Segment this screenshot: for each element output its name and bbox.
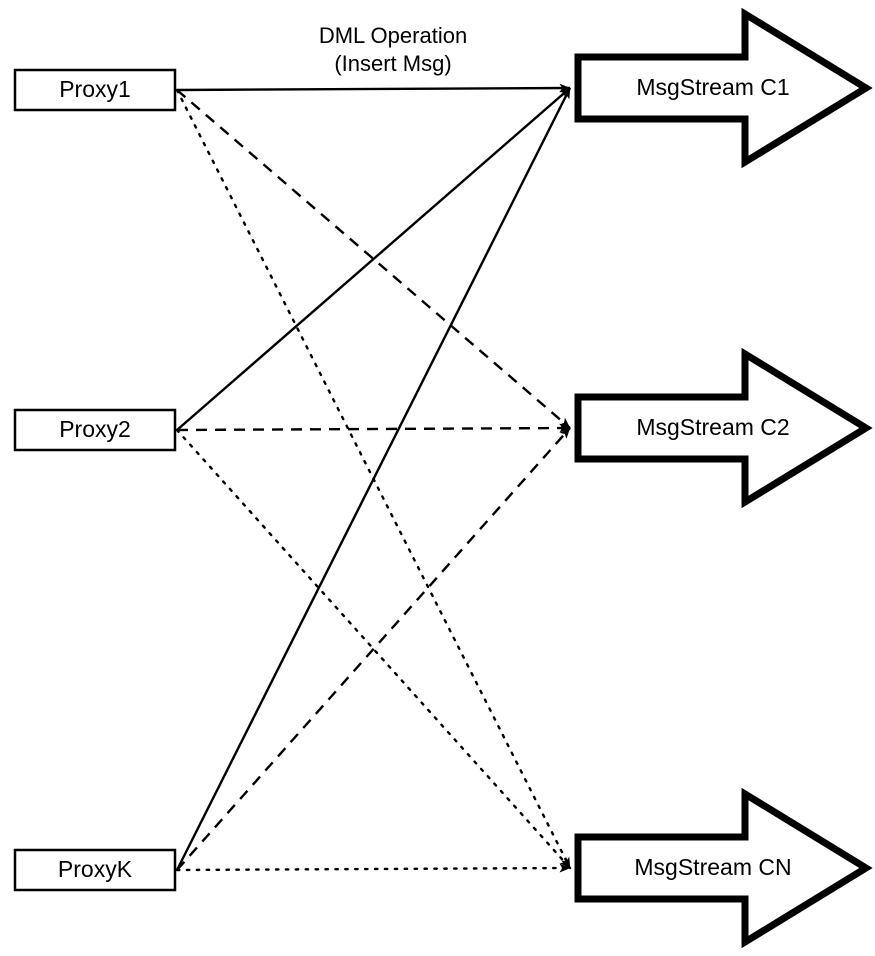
proxy-node-proxy1[interactable]: Proxy1 [13, 68, 177, 112]
edge-label-dml-operation: DML Operation (Insert Msg) [319, 23, 467, 76]
connection-p2-cn [175, 428, 572, 870]
proxy-label-proxyK: ProxyK [58, 856, 133, 882]
proxy-box-proxy2 [13, 408, 177, 452]
proxy-node-proxy2[interactable]: Proxy2 [13, 408, 177, 452]
proxy-node-proxyK[interactable]: ProxyK [13, 848, 177, 892]
edge-label-line-2: (Insert Msg) [334, 51, 451, 76]
msgstream-arrow-shape-cn [574, 787, 873, 949]
msgstream-node-c1[interactable]: MsgStream C1 [574, 7, 873, 169]
proxy-label-proxy2: Proxy2 [59, 416, 131, 442]
connection-p1-c1 [176, 83, 571, 93]
msgstream-node-c2[interactable]: MsgStream C2 [574, 347, 873, 509]
connection-pk-c2 [176, 427, 571, 871]
proxy-box-proxy1 [13, 68, 177, 112]
msgstream-node-cn[interactable]: MsgStream CN [574, 787, 873, 949]
connections-layer [175, 83, 572, 873]
proxy-label-proxy1: Proxy1 [59, 76, 131, 102]
msgstream-label-c1: MsgStream C1 [636, 74, 789, 100]
msgstream-label-c2: MsgStream C2 [636, 414, 789, 440]
connection-p2-c1 [176, 87, 571, 431]
connection-p1-c2 [176, 89, 571, 429]
msgstream-label-cn: MsgStream CN [634, 854, 791, 880]
connection-p2-c2 [176, 423, 571, 433]
msgstream-arrow-shape-c1 [574, 7, 873, 169]
edge-label-line-1: DML Operation [319, 23, 467, 48]
streams-layer: MsgStream C1 MsgStream C2 MsgStream CN [574, 7, 873, 949]
connection-pk-cn [175, 863, 572, 873]
proxy-box-proxyK [13, 848, 177, 892]
connection-pk-c1 [175, 87, 572, 871]
msgstream-arrow-shape-c2 [574, 347, 873, 509]
